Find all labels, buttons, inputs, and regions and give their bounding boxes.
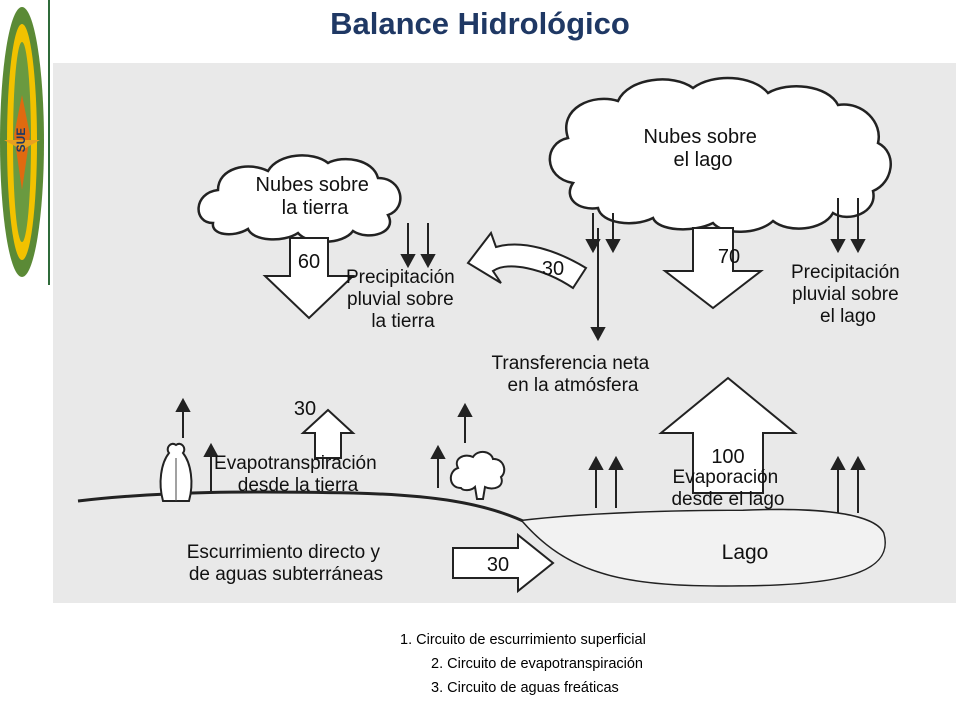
value-transfer: 30 — [542, 258, 564, 280]
label-precip-land: Precipitación pluvial sobre la tierra — [346, 267, 460, 332]
cloud-lake-line1: Nubes sobre — [644, 126, 757, 148]
caption-3: 3. Circuito de aguas freáticas — [431, 680, 619, 696]
conifer-tree-icon — [159, 442, 193, 502]
value-evaporation: 100 — [711, 446, 744, 468]
label-runoff: Escurrimiento directo y de aguas subterr… — [187, 542, 386, 585]
label-precip-lake: Precipitación pluvial sobre el lago — [791, 262, 905, 327]
lake — [523, 510, 885, 586]
cloud-lake-label: Nubes sobre el lago — [644, 126, 763, 171]
cloud-land-label: Nubes sobre la tierra — [256, 174, 375, 219]
value-precip-lake: 70 — [718, 246, 740, 268]
cloud-land-line1: Nubes sobre — [256, 174, 369, 196]
label-evaporation: Evaporación desde el lago — [671, 467, 784, 510]
precip-land-thin-arrows — [400, 223, 436, 269]
value-evapotranspiration: 30 — [294, 398, 316, 420]
page-title: Balance Hidrológico — [330, 6, 630, 41]
hydrologic-diagram: Nubes sobre la tierra Nubes sobre el lag… — [53, 63, 956, 603]
transfer-curved-arrow — [466, 230, 588, 290]
label-evapotranspiration: Evapotranspiración desde la tierra — [214, 453, 382, 496]
evapotranspiration-thin-arrows — [175, 397, 473, 491]
cloud-land-line2: la tierra — [282, 197, 350, 219]
label-transfer: Transferencia neta en la atmósfera — [492, 353, 655, 396]
value-runoff: 30 — [487, 554, 509, 576]
value-precip-land: 60 — [298, 251, 320, 273]
logo-wordmark: SUE — [14, 128, 28, 153]
evaporation-thin-arrows — [588, 455, 866, 513]
divider — [48, 0, 50, 285]
cloud-land: Nubes sobre la tierra — [197, 154, 402, 243]
precip-land-big-arrow — [262, 237, 356, 320]
caption-2: 2. Circuito de evapotranspiración — [431, 656, 643, 672]
evaporation-big-arrow — [658, 376, 798, 494]
evapotranspiration-big-arrow — [300, 408, 356, 459]
runoff-big-arrow — [452, 532, 555, 594]
sue-logo: SUE — [0, 0, 50, 285]
cloud-lake-line2: el lago — [674, 149, 733, 171]
precip-lake-big-arrow — [662, 227, 764, 310]
transfer-thin-arrow — [590, 228, 606, 342]
label-lake: Lago — [722, 541, 769, 564]
caption-1: 1. Circuito de escurrimiento superficial — [400, 632, 646, 648]
precip-lake-thin-arrows — [585, 198, 866, 254]
svg-text:SUE: SUE — [14, 128, 28, 153]
deciduous-tree-icon — [449, 451, 506, 500]
cloud-lake: Nubes sobre el lago — [548, 76, 892, 233]
